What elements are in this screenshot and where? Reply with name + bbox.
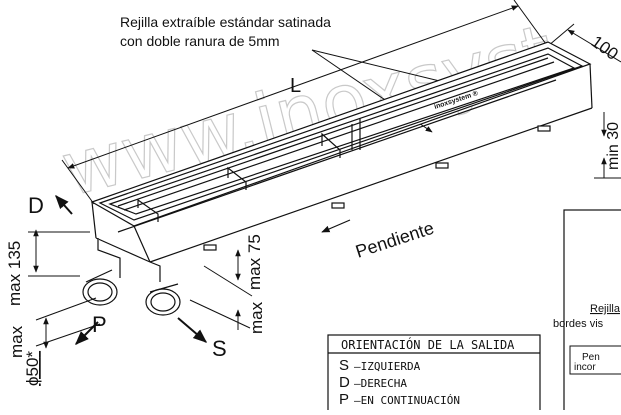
side-panel — [563, 209, 621, 415]
length-label: L — [290, 75, 301, 97]
legend-title: ORIENTACIÓN DE LA SALIDA — [341, 337, 515, 352]
legend-text-d: –DERECHA — [354, 377, 407, 390]
direction-s-arrow — [177, 317, 208, 343]
min-depth-dimension — [594, 112, 621, 179]
diameter-dimension — [35, 297, 101, 349]
diameter-label: ϕ50* — [23, 351, 42, 386]
side-panel-line2: bordes vis — [553, 318, 604, 330]
side-panel-line1: Rejilla — [590, 303, 621, 315]
legend-text-s: –IZQUIERDA — [354, 360, 421, 373]
legend-rows: S –IZQUIERDA D –DERECHA P –EN CONTINUACIÓN — [339, 357, 460, 408]
legend-code-p: P — [339, 391, 349, 408]
grating-note-line2: con doble ranura de 5mm — [120, 33, 280, 49]
outlet-orientation-legend — [327, 334, 541, 415]
lower-max-label: max — [247, 301, 266, 334]
grating-tabs — [137, 132, 341, 222]
max-lower-label: max — [7, 325, 26, 358]
lower-max-dimension — [189, 299, 251, 330]
width-dimension — [547, 23, 621, 63]
grating-note-line1: Rejilla extraíble estándar satinada — [120, 14, 331, 30]
slope-label: Pendiente — [353, 218, 436, 262]
height-75-label: max 75 — [245, 234, 264, 290]
height-75-dimension — [203, 249, 253, 297]
legend-code-s: S — [339, 357, 349, 374]
height-135-label: max 135 — [5, 241, 24, 306]
min-depth-label: min 30 — [605, 122, 621, 170]
drain-channel — [90, 41, 593, 263]
direction-d-arrow — [55, 194, 73, 215]
legend-code-d: D — [339, 374, 350, 391]
side-panel-box-line1: Pen — [582, 352, 600, 363]
legend-text-p: –EN CONTINUACIÓN — [354, 394, 460, 407]
slope-arrow — [321, 219, 351, 233]
channel-clips — [203, 125, 551, 251]
outlet-pipes — [82, 238, 181, 316]
length-dimension — [61, 0, 547, 205]
side-panel-box-line2: incor — [574, 362, 596, 373]
height-135-dimension — [28, 229, 90, 277]
direction-s-label: S — [212, 336, 227, 361]
direction-d-label: D — [28, 193, 44, 218]
